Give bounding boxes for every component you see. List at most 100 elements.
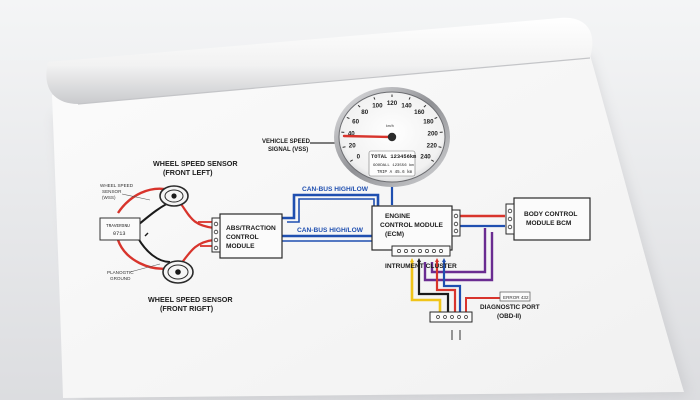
pin-arrow (442, 258, 446, 262)
engine-control-module: ENGINE CONTROL MODULE (ECM) (371, 205, 461, 251)
bcm-box (513, 197, 591, 241)
obd-pin (457, 315, 461, 319)
black-wire (144, 232, 149, 237)
sensor-ring-inner (164, 189, 184, 203)
gauge-tick-label: 100 (372, 102, 383, 109)
small-module-value: 0713 (113, 231, 125, 237)
can-bus-label-lower: CAN-BUS HIGH/LOW (297, 227, 364, 234)
yellow-wire (410, 262, 442, 312)
wss-tag-line-1: WHEEL SPEED (100, 183, 134, 188)
vss-label-1: VEHICLE SPEED (262, 139, 311, 145)
ecm-label-3: (ECM) (385, 231, 404, 238)
gauge-tick-label: 240 (420, 154, 431, 161)
blue-wire (442, 262, 462, 312)
odometer-trip: TRIP A 45.6 km (377, 170, 413, 175)
abs-traction-control-module: ABS/TRACTION CONTROL MODULE (211, 213, 283, 259)
abs-label-1: ABS/TRACTION (226, 225, 276, 232)
error-tag-box (499, 291, 531, 302)
can-bus-wire-upper (287, 198, 375, 223)
ground-leader-line (129, 263, 161, 273)
gauge-tick-mark (346, 116, 350, 119)
small-module-box (99, 217, 141, 241)
sensor-hub (175, 269, 181, 275)
cluster-connector (391, 245, 451, 257)
cluster-pin (418, 249, 422, 253)
ecm-pin (453, 221, 459, 227)
purple-wire (430, 228, 487, 274)
abs-connector (211, 217, 221, 253)
wheel-speed-sensor-front-right: WHEEL SPEED SENSOR (FRONT RIGFT) (148, 260, 233, 313)
odometer-panel (368, 150, 416, 177)
gauge-tick-mark (423, 104, 427, 108)
ecm-label-2: CONTROL MODULE (380, 222, 443, 229)
pin-arrow (435, 258, 439, 262)
bcm-pin (507, 216, 513, 222)
gauge-tick-mark (373, 97, 376, 100)
front-left-label-2: (FRONT LEFT) (163, 168, 213, 177)
bcm-pin (507, 224, 513, 230)
obd-pin (436, 315, 440, 319)
red-wire (435, 262, 457, 312)
diagnostic-port: ERROR 432 DIAGNOSTIC PORT (OBD-II) (429, 291, 540, 323)
wss-leader-line (121, 193, 151, 201)
gauge-tick-label: 160 (414, 109, 425, 116)
wss-tag-line-2: SENSOR (102, 189, 122, 194)
gauge-tick-label: 200 (428, 130, 439, 137)
abs-pin (213, 229, 219, 235)
paper-roll-edge (77, 57, 591, 105)
gauge-tick-mark (357, 104, 361, 108)
error-tag: ERROR 432 (503, 295, 529, 300)
body-control-module: BODY CONTROL MODULE BCM (505, 197, 591, 241)
gauge-tick-mark (431, 159, 435, 162)
bcm-connector (505, 203, 515, 235)
ground-tag: PLANOGTIC GROUND (107, 263, 161, 281)
ecm-pin (453, 228, 459, 234)
ecm-connector (451, 209, 461, 237)
abs-pin (213, 245, 219, 251)
wss-tag: WHEEL SPEED SENSOR (WSS) (100, 183, 151, 201)
sensor-hub (171, 193, 177, 199)
gauge-tick-label: 60 (352, 119, 359, 126)
sensor-ring-inner (167, 264, 189, 280)
gauge-tick-label: 120 (387, 100, 398, 107)
gauge-tick-mark (349, 159, 353, 162)
cluster-pin (425, 249, 429, 253)
pin-arrow (410, 258, 414, 262)
diagnostic-label-1: DIAGNOSTIC PORT (480, 304, 540, 311)
ground-tag-line-1: PLANOGTIC (107, 270, 134, 275)
ecm-label-1: ENGINE (385, 213, 411, 220)
black-wire (137, 237, 171, 263)
gauge-tick-label: 40 (348, 130, 355, 137)
front-right-label-1: WHEEL SPEED SENSOR (148, 295, 233, 304)
red-wire (465, 297, 500, 312)
can-bus-label-upper: CAN-BUS HIGH/LOW (302, 186, 369, 193)
vss-label-2: SIGNAL (VSS) (268, 147, 308, 153)
cluster-pin (432, 249, 436, 253)
gauge-tick-label: 0 (357, 154, 361, 161)
wheel-speed-sensor-front-left: WHEEL SPEED SENSOR (FRONT LEFT) (153, 159, 238, 207)
front-left-label-1: WHEEL SPEED SENSOR (153, 159, 238, 168)
diagnostic-label-2: (OBD-II) (497, 313, 521, 320)
bcm-label-1: BODY CONTROL (524, 211, 577, 218)
pin-arrow (417, 258, 421, 262)
gauge-tick-label: 20 (349, 143, 356, 150)
ecm-pin (453, 213, 459, 219)
bcm-label-2: MODULE BCM (526, 220, 572, 227)
cluster-label: INTRUMENT CLUSTER (385, 263, 457, 270)
obd-pin (450, 315, 454, 319)
paper-roll (46, 17, 593, 104)
abs-label-3: MODULE (226, 243, 255, 250)
bcm-pin (507, 208, 513, 214)
purple-wire (423, 232, 494, 282)
port-pins (451, 330, 461, 340)
abs-pin (213, 237, 219, 243)
instrument-cluster: INTRUMENT CLUSTER (385, 245, 457, 270)
gauge-tick-mark (438, 146, 442, 148)
gauge-tick-label: 80 (361, 109, 368, 116)
wss-tag-line-3: (WSS) (102, 195, 116, 200)
ground-tag-line-2: GROUND (110, 276, 131, 281)
gauge-tick-mark (342, 146, 346, 148)
